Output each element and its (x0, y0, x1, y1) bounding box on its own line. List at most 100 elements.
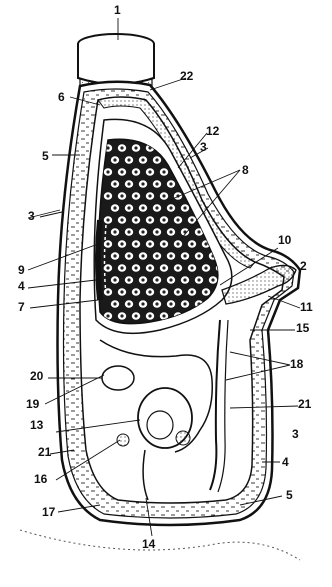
label-15: 15 (296, 322, 309, 334)
stigma-center (155, 254, 158, 257)
stigma-center (162, 170, 165, 173)
stigma-center (127, 230, 130, 233)
stigma-center (148, 266, 151, 269)
stigma (209, 156, 217, 164)
label-12: 12 (206, 125, 219, 137)
stigma-center (148, 290, 151, 293)
stigma-center (127, 278, 130, 281)
label-5-b: 5 (286, 489, 293, 501)
stigma-center (176, 242, 179, 245)
stigma-center (141, 230, 144, 233)
stigma-center (155, 278, 158, 281)
stigma-center (148, 170, 151, 173)
stigma (216, 168, 224, 176)
ground-shadow (20, 530, 300, 560)
label-3-b: 3 (28, 210, 35, 222)
stigma-center (162, 218, 165, 221)
label-9: 9 (18, 264, 25, 276)
label-2: 2 (300, 260, 307, 272)
stigma-center (169, 278, 172, 281)
stigma-center (148, 314, 151, 317)
label-19: 19 (26, 398, 39, 410)
stigma (223, 156, 231, 164)
label-1: 1 (114, 4, 121, 16)
stigma-center (169, 302, 172, 305)
stigma-center (106, 218, 109, 221)
stigma-center (148, 194, 151, 197)
label-22: 22 (180, 70, 193, 82)
stigma-center (190, 218, 193, 221)
label-16: 16 (34, 473, 47, 485)
label-17: 17 (42, 506, 55, 518)
stigma-center (169, 230, 172, 233)
stigma-center (155, 182, 158, 185)
stigma-center (162, 242, 165, 245)
stigma-center (127, 182, 130, 185)
label-21-a: 21 (38, 446, 51, 458)
stigma-center (169, 182, 172, 185)
stigma-center (190, 290, 193, 293)
stigma-center (120, 170, 123, 173)
label-4-b: 4 (282, 456, 289, 468)
stigma-center (134, 290, 137, 293)
stigma-center (120, 242, 123, 245)
stigma-center (155, 158, 158, 161)
stigma-center (141, 254, 144, 257)
stigma-center (155, 206, 158, 209)
stigma-center (120, 314, 123, 317)
stigma-center (162, 194, 165, 197)
stigma-center (218, 170, 221, 173)
stigma-center (141, 302, 144, 305)
stigma-center (113, 230, 116, 233)
stigma-center (106, 290, 109, 293)
stigma-center (155, 302, 158, 305)
label-3-c: 3 (292, 428, 299, 440)
stigma-center (141, 278, 144, 281)
stigma-center (120, 218, 123, 221)
stigma-center (148, 218, 151, 221)
label-3-a: 3 (200, 141, 207, 153)
label-14: 14 (142, 538, 155, 550)
stigma-center (176, 290, 179, 293)
stigma-center (141, 158, 144, 161)
stigma-center (120, 266, 123, 269)
stigma-center (197, 278, 200, 281)
label-8: 8 (242, 164, 249, 176)
stigma-center (204, 266, 207, 269)
stigma (216, 144, 224, 152)
stigma-center (106, 194, 109, 197)
stigma-center (120, 290, 123, 293)
stigma-center (162, 266, 165, 269)
stigma-center (155, 230, 158, 233)
stigma-center (218, 146, 221, 149)
stigma-center (113, 254, 116, 257)
stigma-center (190, 266, 193, 269)
stigma-center (141, 206, 144, 209)
stigma-center (197, 230, 200, 233)
stigma-center (113, 302, 116, 305)
stigma-center (106, 266, 109, 269)
stigma-center (113, 158, 116, 161)
stigma-center (141, 182, 144, 185)
endostyle (98, 220, 100, 300)
stigma-center (134, 242, 137, 245)
label-5-a: 5 (42, 150, 49, 162)
stigma-center (134, 146, 137, 149)
stigma-center (106, 314, 109, 317)
label-4-a: 4 (18, 280, 25, 292)
stigma-center (183, 278, 186, 281)
stigma-center (127, 158, 130, 161)
stigma-center (113, 206, 116, 209)
stigma-center (183, 254, 186, 257)
stigma-center (169, 206, 172, 209)
label-20: 20 (30, 370, 43, 382)
stigma-center (127, 206, 130, 209)
stigma-center (134, 314, 137, 317)
label-11: 11 (300, 301, 313, 313)
stigma-center (134, 170, 137, 173)
stigma-center (113, 278, 116, 281)
stigma-center (106, 242, 109, 245)
label-6: 6 (58, 91, 65, 103)
stigma-center (120, 146, 123, 149)
